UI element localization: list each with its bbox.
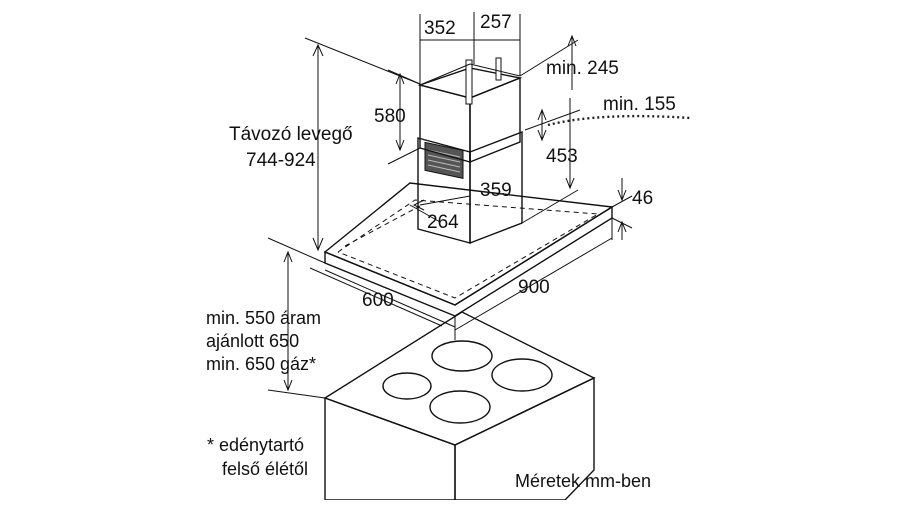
dim-hood-depth: 600 — [362, 290, 394, 311]
clearance-line-1: min. 550 áram — [206, 308, 321, 328]
dim-min-top: min. 245 — [546, 58, 619, 79]
dim-canopy-thickness: 46 — [632, 188, 653, 209]
dim-min-side: min. 155 — [603, 94, 676, 115]
footnote-line-1: * edénytartó — [207, 435, 304, 455]
dimension-labels: 352 257 min. 245 580 min. 155 453 359 46… — [206, 12, 676, 491]
units-note: Méretek mm-ben — [515, 471, 651, 491]
cooktop — [323, 311, 596, 501]
burner-back — [431, 340, 493, 372]
dim-chimney-depth: 257 — [480, 12, 512, 33]
exhaust-title: Távozó levegő — [229, 124, 353, 145]
hood-chimney — [417, 57, 523, 245]
clearance-line-3: min. 650 gáz* — [206, 354, 316, 374]
dim-upper-chimney: 580 — [374, 106, 406, 127]
dim-chimney-width: 352 — [424, 18, 456, 39]
cooktop-front-left — [324, 397, 456, 501]
dim-inner-depth: 264 — [427, 212, 459, 233]
cooktop-front-right — [454, 376, 595, 501]
footnote-line-2: felső élétől — [222, 459, 308, 479]
dim-lower-chimney: 453 — [546, 146, 578, 167]
burner-left — [382, 372, 432, 400]
clearance-line-2: ajánlott 650 — [206, 331, 299, 351]
cooktop-top — [323, 311, 596, 446]
dim-inner-width: 359 — [480, 180, 512, 201]
dim-hood-width: 900 — [518, 277, 550, 298]
burner-front — [429, 390, 491, 424]
chimney-top — [417, 67, 523, 99]
canopy-filter-dash — [337, 199, 600, 299]
canopy-top — [323, 182, 615, 306]
chimney-bracket — [419, 57, 521, 105]
min-155-dotted-line — [547, 114, 691, 127]
burner-right — [491, 358, 553, 392]
dimension-lines — [267, 12, 691, 399]
exhaust-range: 744-924 — [246, 150, 316, 171]
